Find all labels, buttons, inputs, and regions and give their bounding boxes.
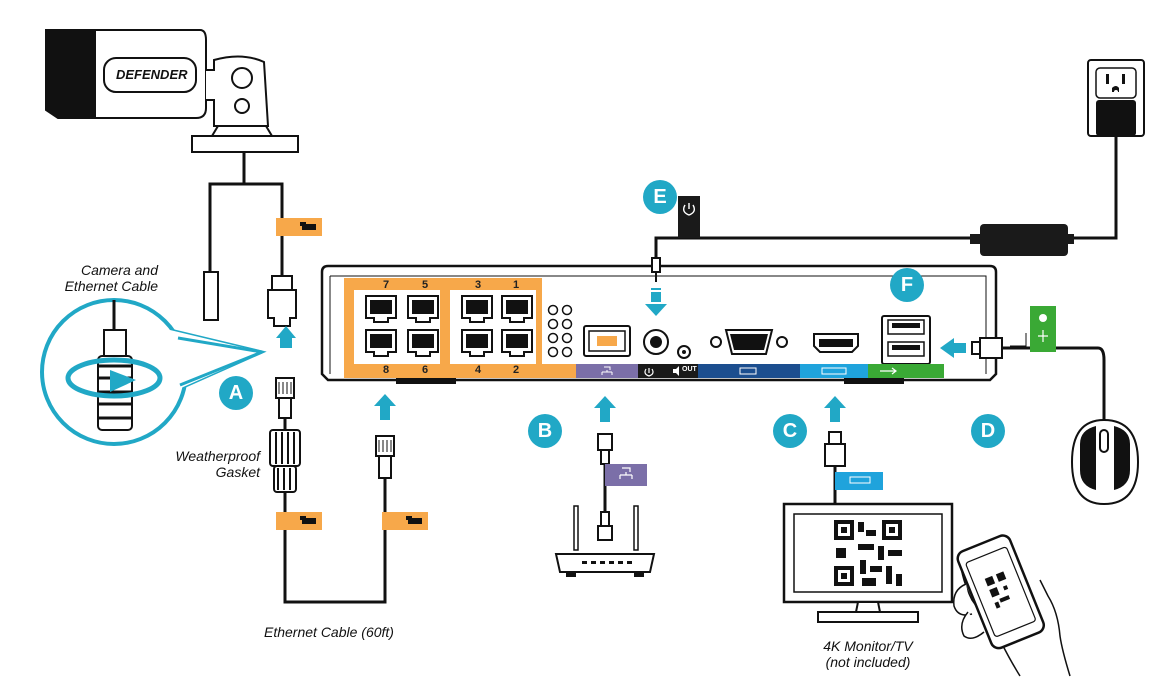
- label-monitor-line2: (not included): [825, 654, 911, 670]
- poe-port-fill: [370, 300, 528, 348]
- lan-cable-tag: [605, 464, 647, 486]
- ethernet-plug-poe: [375, 435, 395, 479]
- port-number-2: 2: [513, 364, 520, 376]
- port-number-7: 7: [383, 279, 390, 291]
- weatherproof-gasket: [269, 429, 301, 493]
- badge-d: D: [971, 414, 1005, 448]
- badge-a: A: [219, 376, 253, 410]
- power-tag: [678, 196, 700, 238]
- router: [554, 505, 656, 577]
- label-camera-ethernet-cable: Camera and Ethernet Cable: [40, 262, 158, 294]
- label-camera-cable-line2: Ethernet Cable: [64, 278, 158, 294]
- camera-brand-logo: DEFENDER: [116, 67, 188, 82]
- port-number-5: 5: [422, 279, 429, 291]
- poe-port-block: [344, 278, 576, 378]
- label-ethernet-cable-60ft: Ethernet Cable (60ft): [264, 624, 394, 640]
- router-cable: [597, 433, 613, 541]
- qr-code-monitor: [834, 520, 902, 586]
- bullet-camera: [45, 29, 299, 153]
- label-gasket-line1: Weatherproof: [175, 448, 260, 464]
- power-port: [638, 329, 669, 378]
- label-gasket-line2: Gasket: [215, 464, 260, 480]
- usb-ports: [868, 315, 944, 378]
- label-weatherproof-gasket: Weatherproof Gasket: [140, 448, 260, 480]
- arrow-a-up: [276, 326, 296, 348]
- label-camera-cable-line1: Camera and: [80, 262, 158, 278]
- audio-out-port: [668, 345, 698, 378]
- arrow-b-up: [594, 396, 616, 422]
- cable-tag-camera: [276, 218, 322, 236]
- port-number-6: 6: [422, 364, 429, 376]
- port-number-1: 1: [513, 279, 520, 291]
- badge-f: F: [890, 268, 924, 302]
- wall-outlet: [1087, 59, 1145, 137]
- ethernet-cable-loop: [283, 478, 387, 604]
- arrow-e-down: [645, 288, 667, 316]
- port-number-4: 4: [475, 364, 482, 376]
- gasket-callout: [40, 298, 267, 446]
- camera-pigtail-cables: [208, 152, 284, 276]
- label-monitor: 4K Monitor/TV (not included): [788, 638, 948, 670]
- badge-e: E: [643, 180, 677, 214]
- port-number-8: 8: [383, 364, 390, 376]
- usb-mouse: [1070, 418, 1140, 506]
- badge-b: B: [528, 414, 562, 448]
- ethernet-plug-a: [275, 377, 295, 430]
- hdmi-port: [800, 333, 868, 378]
- power-plug: [651, 257, 661, 282]
- arrow-poe-up: [374, 394, 396, 420]
- audio-out-label: OUT: [682, 366, 697, 373]
- power-pigtail-plug: [203, 271, 219, 321]
- arrow-c-up: [824, 396, 846, 422]
- lan-port: [576, 325, 638, 378]
- hdmi-cable: [824, 431, 883, 504]
- label-monitor-line1: 4K Monitor/TV: [823, 638, 913, 654]
- camera-rj45-connector: [267, 275, 297, 327]
- badge-c: C: [773, 414, 807, 448]
- phone-hand: [953, 534, 1071, 677]
- usb-mouse-cable: [971, 306, 1106, 424]
- cable-tag-lower-right: [382, 512, 428, 530]
- cable-tag-lower-left: [276, 512, 322, 530]
- vga-port: [698, 329, 800, 378]
- arrow-f-left: [940, 338, 966, 358]
- monitor: [782, 502, 954, 623]
- port-number-3: 3: [475, 279, 482, 291]
- power-adapter: [970, 224, 1074, 256]
- status-leds: [547, 304, 573, 358]
